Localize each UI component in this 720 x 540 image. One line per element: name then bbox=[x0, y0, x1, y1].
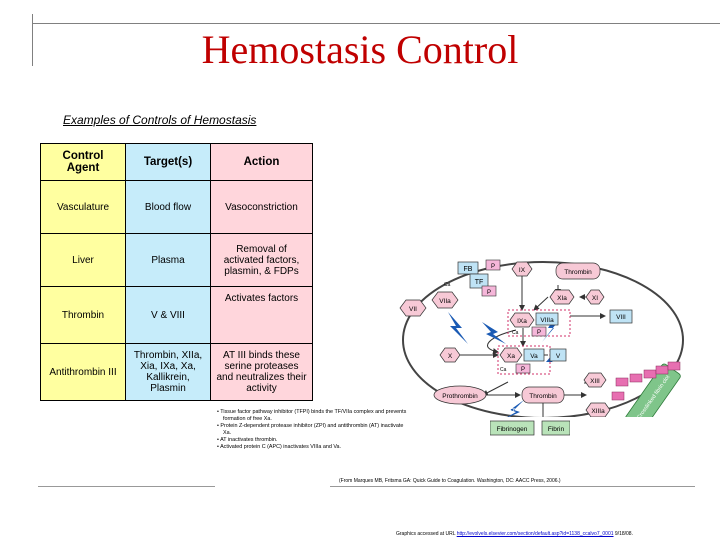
bottom-rule-right bbox=[330, 486, 695, 487]
ixa-label: IXa bbox=[517, 318, 527, 325]
thrombin-label: Thrombin bbox=[529, 393, 557, 400]
phospholipid-p-1 bbox=[485, 259, 501, 271]
controls-table: Control Agent Target(s) Action Vasculatu… bbox=[40, 143, 313, 401]
cell-agent: Antithrombin III bbox=[40, 343, 126, 401]
ca-label: Ca bbox=[444, 282, 451, 288]
cell-agent: Liver bbox=[40, 233, 126, 287]
viiia-label: VIIIa bbox=[540, 317, 554, 324]
vii-label: VII bbox=[409, 306, 417, 313]
table-caption: Examples of Controls of Hemostasis bbox=[63, 113, 257, 127]
xiiia-shape bbox=[585, 402, 611, 417]
coagulation-diagram: FB TF P P Ca VIIa VII IX IXa VIIIa P Ca … bbox=[399, 259, 684, 417]
ca-label: Ca bbox=[512, 330, 519, 336]
at-label: AT bbox=[508, 409, 516, 415]
x-shape bbox=[439, 347, 461, 363]
cell-target: Blood flow bbox=[125, 180, 211, 234]
top-rule bbox=[32, 23, 720, 24]
cell-action: Vasoconstriction bbox=[210, 180, 313, 234]
p-label: P bbox=[521, 367, 525, 373]
p-label: P bbox=[487, 290, 491, 296]
phospholipid-p-4 bbox=[515, 363, 531, 374]
phospholipid-p-2 bbox=[481, 285, 497, 297]
cell-action: AT III binds these serine proteases and … bbox=[210, 343, 313, 401]
ixa-shape bbox=[509, 312, 535, 328]
xiii-label: XIII bbox=[590, 378, 600, 385]
p-label: P bbox=[491, 264, 495, 270]
va-label: Va bbox=[530, 353, 538, 360]
table-header-row: Control Agent Target(s) Action bbox=[40, 143, 313, 181]
xiii-shape bbox=[583, 372, 607, 388]
tf-label: TF bbox=[475, 279, 484, 286]
credit-suffix: 9/18/08. bbox=[613, 531, 633, 537]
cell-target: V & VIII bbox=[125, 286, 211, 344]
xia-shape bbox=[549, 289, 575, 305]
prothrombin-shape bbox=[433, 385, 487, 405]
thrombin-box bbox=[521, 386, 565, 404]
table-row: Vasculature Blood flow Vasoconstriction bbox=[40, 180, 313, 234]
cell-agent: Vasculature bbox=[40, 180, 126, 234]
left-rule bbox=[32, 14, 33, 66]
prothrombin-label: Prothrombin bbox=[442, 393, 478, 400]
viii-label: VIII bbox=[616, 314, 626, 321]
thrombin-top-box bbox=[555, 262, 601, 280]
header-action: Action bbox=[210, 143, 313, 181]
xa-shape bbox=[499, 347, 523, 363]
cell-action: Removal of activated factors, plasmin, &… bbox=[210, 233, 313, 287]
figure-source: (From Marques MB, Fritsma GA: Quick Guid… bbox=[339, 478, 561, 484]
fibrin-label: Fibrin bbox=[548, 426, 565, 433]
clot-phospholipids bbox=[611, 361, 681, 401]
fibrinogen-box bbox=[490, 420, 535, 436]
cell-agent: Thrombin bbox=[40, 286, 126, 344]
xi-label: XI bbox=[592, 295, 598, 302]
va-box bbox=[523, 348, 545, 362]
header-targets: Target(s) bbox=[125, 143, 211, 181]
note-item: • Activated protein C (APC) inactivates … bbox=[217, 444, 342, 450]
viia-shape bbox=[431, 291, 459, 309]
inhibitor-bolts bbox=[448, 312, 558, 417]
note-item: • Tissue factor pathway inhibitor (TFPI)… bbox=[217, 409, 407, 422]
fb-label: FB bbox=[464, 266, 473, 273]
ix-label: IX bbox=[519, 267, 526, 274]
thrombin-top-label: Thrombin bbox=[564, 269, 592, 276]
xi-shape bbox=[585, 289, 605, 305]
page-title: Hemostasis Control bbox=[201, 27, 519, 72]
table-row: Thrombin V & VIII Activates factors bbox=[40, 286, 313, 344]
phospholipid-p-3 bbox=[531, 326, 547, 337]
fb-box bbox=[457, 261, 479, 275]
viii-box bbox=[609, 309, 633, 324]
p-label: P bbox=[537, 330, 541, 336]
cell-target: Thrombin, XIIa, Xia, IXa, Xa, Kallikrein… bbox=[125, 343, 211, 401]
credit-prefix: Graphics accessed at URL bbox=[396, 531, 457, 537]
viia-label: VIIa bbox=[439, 298, 451, 305]
ix-shape bbox=[511, 261, 533, 277]
vii-shape bbox=[399, 299, 427, 317]
cell-action: Activates factors bbox=[210, 286, 313, 344]
table-row: Antithrombin III Thrombin, XIIa, Xia, IX… bbox=[40, 343, 313, 401]
note-item: • AT inactivates thrombin. bbox=[217, 437, 278, 443]
xia-label: XIa bbox=[557, 295, 567, 302]
diagram-lower: Fibrinogen Fibrin bbox=[490, 420, 570, 436]
note-item: • Protein Z-dependent protease inhibitor… bbox=[217, 423, 404, 436]
credit-link[interactable]: http://evolvels.elsevier.com/section/def… bbox=[456, 531, 614, 537]
fibrin-box bbox=[541, 420, 570, 436]
tf-box bbox=[469, 273, 489, 289]
v-box bbox=[549, 348, 567, 362]
diagram-notes: • Tissue factor pathway inhibitor (TFPI)… bbox=[217, 409, 407, 451]
header-control-agent: Control Agent bbox=[40, 143, 126, 181]
v-label: V bbox=[556, 353, 561, 360]
graphics-credit: Graphics accessed at URL http://evolvels… bbox=[396, 531, 633, 537]
fibrinogen-label: Fibrinogen bbox=[497, 426, 528, 433]
xiiia-label: XIIIa bbox=[591, 408, 605, 415]
viiia-box bbox=[535, 312, 559, 326]
table-row: Liver Plasma Removal of activated factor… bbox=[40, 233, 313, 287]
x-label: X bbox=[448, 353, 453, 360]
cell-target: Plasma bbox=[125, 233, 211, 287]
xa-label: Xa bbox=[507, 353, 515, 360]
cell-outline bbox=[402, 261, 684, 417]
ca-label: Ca bbox=[500, 367, 507, 373]
bottom-rule-left bbox=[38, 486, 215, 487]
